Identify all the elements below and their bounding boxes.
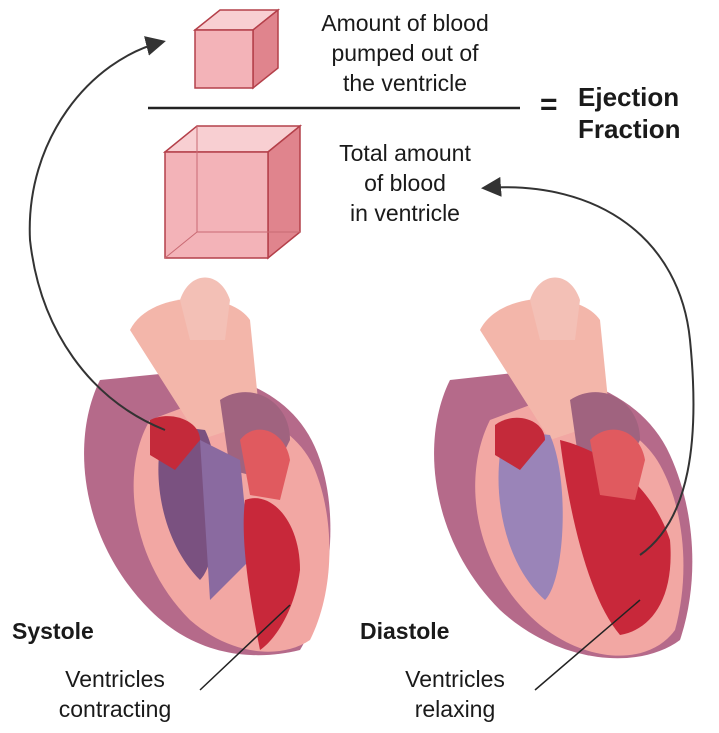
diastole-caption-line-1: Ventricles [375,664,535,694]
small-cube-icon [195,10,278,88]
denominator-line-1: Total amount [300,138,510,168]
denominator-label: Total amount of blood in ventricle [300,138,510,228]
systole-caption-line-2: contracting [30,694,200,724]
diastole-title: Diastole [360,618,449,645]
systole-heart-illustration [84,278,330,656]
diastole-heart-illustration [434,278,692,659]
denominator-line-3: in ventricle [300,198,510,228]
systole-caption-line-1: Ventricles [30,664,200,694]
numerator-label: Amount of blood pumped out of the ventri… [285,8,525,98]
large-cube-icon [165,126,300,258]
systole-title: Systole [12,618,94,645]
result-label-line-1: Ejection [578,82,679,113]
denominator-line-2: of blood [300,168,510,198]
numerator-line-3: the ventricle [285,68,525,98]
result-label-line-2: Fraction [578,114,681,145]
systole-to-numerator-arrow [30,42,165,430]
numerator-line-2: pumped out of [285,38,525,68]
numerator-line-1: Amount of blood [285,8,525,38]
equals-sign: = [540,88,558,122]
diastole-caption-line-2: relaxing [375,694,535,724]
